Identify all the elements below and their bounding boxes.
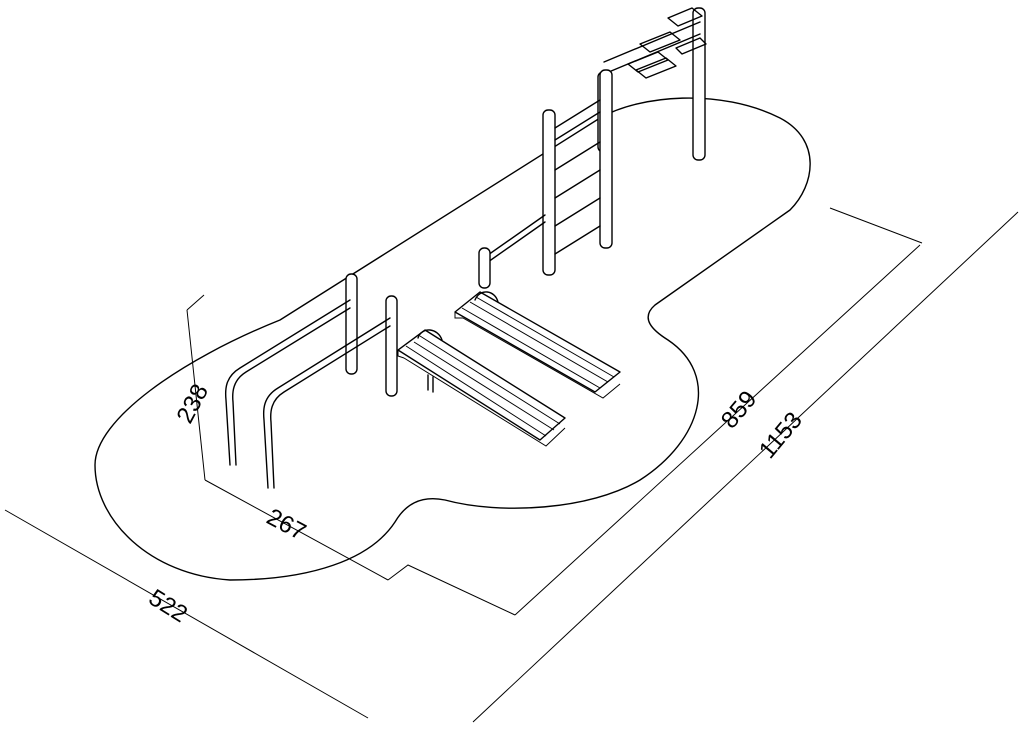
dimension-238: 238	[171, 380, 214, 428]
parallel-bars	[224, 273, 398, 489]
dimension-1153: 1153	[754, 407, 808, 464]
bench-2	[397, 329, 566, 447]
dimension-lines	[4, 207, 1019, 723]
dimension-859: 859	[716, 386, 762, 434]
bench-1	[454, 291, 621, 399]
safety-surface-outline	[94, 97, 811, 581]
dimension-522: 522	[144, 584, 192, 628]
monkey-bars	[597, 7, 707, 161]
wall-ladder	[478, 69, 613, 289]
dimension-267: 267	[262, 503, 310, 546]
